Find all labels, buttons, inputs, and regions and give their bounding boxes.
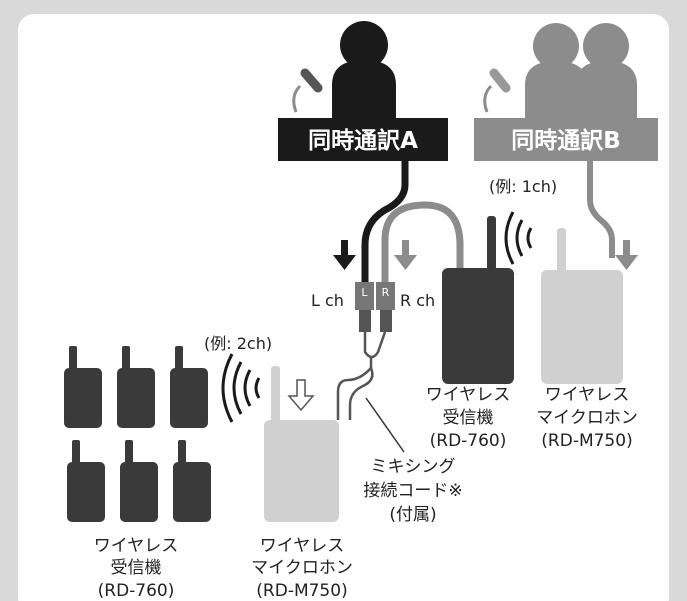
interpreter-a-person-icon <box>332 21 396 118</box>
interpreter-a-label-box <box>278 118 448 161</box>
mic-center-label-3: (RD-M750) <box>256 581 347 601</box>
mic-center <box>264 420 339 522</box>
mic-right-antenna <box>557 228 566 272</box>
mic-right-label-2: マイクロホン <box>536 408 638 428</box>
svg-text:L: L <box>361 286 368 299</box>
cable-b-loop <box>381 201 464 290</box>
arrow-down-icon <box>287 379 315 412</box>
mic-right <box>541 270 623 384</box>
mic-right-label-3: (RD-M750) <box>541 431 632 451</box>
cable-a <box>361 161 409 290</box>
receivers-left-label-2: 受信機 <box>111 558 162 578</box>
arrow-down-icon <box>394 240 417 270</box>
mic-center-antenna <box>271 366 280 424</box>
radio-waves-icon <box>504 211 533 265</box>
receivers-left-group <box>64 346 211 522</box>
mic-center-label-1: ワイヤレス <box>260 536 345 556</box>
mic-center-label-2: マイクロホン <box>251 558 353 578</box>
r-ch-label: R ch <box>400 291 435 310</box>
example-1ch: (例: 1ch) <box>489 177 557 196</box>
receivers-left-label-1: ワイヤレス <box>94 536 179 556</box>
mixing-cord-label-2: 接続コード※ <box>363 481 462 501</box>
receiver-center-label-1: ワイヤレス <box>426 385 511 405</box>
radio-waves-icon <box>221 353 261 423</box>
receiver-center-antenna <box>487 216 496 270</box>
mixing-cord-label-1: ミキシング <box>371 457 456 477</box>
arrow-down-icon <box>333 240 356 270</box>
receiver-center <box>442 268 514 384</box>
cable-b-mic <box>587 161 615 258</box>
interpreter-a-mic-icon <box>292 68 323 113</box>
interpreter-b-mic-icon <box>483 68 511 113</box>
receivers-left-label-3: (RD-760) <box>98 581 175 601</box>
svg-text:R: R <box>382 286 390 299</box>
l-ch-label: L ch <box>311 291 344 310</box>
arrow-down-icon <box>615 240 638 270</box>
mixing-cord-label-3: (付属) <box>389 505 436 525</box>
interpreter-a-label: 同時通訳A <box>308 127 418 154</box>
mixing-cord-leader <box>365 397 405 453</box>
interpreter-b-label-box <box>474 118 658 161</box>
interpreter-b-person-icon <box>525 23 637 118</box>
mic-right-label-1: ワイヤレス <box>545 385 630 405</box>
plug-r: R <box>376 282 395 332</box>
receiver-center-label-3: (RD-760) <box>430 431 507 451</box>
mixing-cord <box>336 331 387 420</box>
receiver-center-label-2: 受信機 <box>443 408 494 428</box>
interpreter-b-label: 同時通訳B <box>511 127 621 154</box>
plug-l: L <box>355 282 374 332</box>
example-2ch: (例: 2ch) <box>204 334 272 353</box>
